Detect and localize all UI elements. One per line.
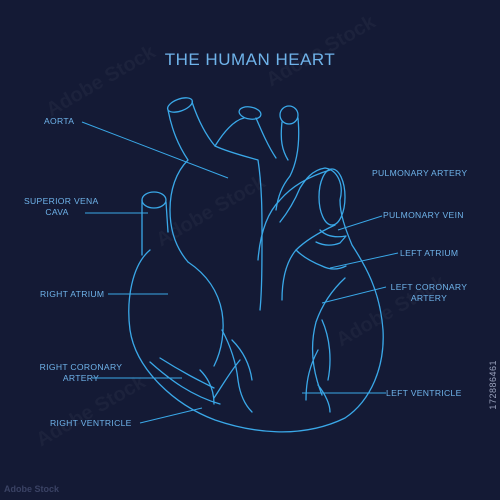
- left-atrium-wall: [295, 249, 347, 270]
- leader-right-ventricle: [139, 407, 203, 424]
- right-atrium: [187, 261, 224, 367]
- label-superior-vena-cava: SUPERIOR VENA CAVA: [24, 196, 99, 218]
- leader-left-coronary-artery: [321, 286, 387, 304]
- left-coronary-artery: [305, 277, 346, 413]
- label-right-ventricle: RIGHT VENTRICLE: [50, 418, 132, 428]
- leader-aorta: [81, 121, 229, 179]
- pulmonary-artery-opening: [318, 168, 346, 226]
- right-coronary-artery: [149, 357, 221, 405]
- diagram-title: THE HUMAN HEART: [164, 50, 336, 69]
- label-superior-vena-cava-line-2: CAVA: [45, 207, 69, 217]
- label-right-atrium: RIGHT ATRIUM: [40, 289, 105, 299]
- stock-logo: Adobe Stock: [4, 484, 60, 494]
- superior-vena-cava: [141, 199, 169, 256]
- label-left-ventricle: LEFT VENTRICLE: [386, 388, 462, 398]
- pulmonary-artery: [257, 169, 336, 301]
- aorta-opening-1: [166, 97, 194, 113]
- label-left-atrium: LEFT ATRIUM: [400, 248, 459, 258]
- label-pulmonary-vein: PULMONARY VEIN: [383, 210, 464, 220]
- leader-pulmonary-vein: [337, 215, 383, 231]
- pulmonary-vein: [315, 229, 347, 246]
- aortic-trunk: [214, 145, 263, 311]
- right-ventricle-vessels: [199, 329, 253, 413]
- heart-outline: [128, 167, 384, 433]
- aorta-opening-3: [279, 105, 299, 125]
- aorta: [167, 101, 300, 263]
- label-right-coronary-artery: RIGHT CORONARY ARTERY: [36, 362, 126, 384]
- label-left-coronary-artery-line-1: LEFT CORONARY: [390, 282, 468, 292]
- label-superior-vena-cava-line-1: SUPERIOR VENA: [24, 196, 99, 206]
- label-right-coronary-artery-line-2: ARTERY: [62, 373, 100, 383]
- superior-vena-cava-opening: [141, 191, 167, 209]
- label-left-coronary-artery: LEFT CORONARY ARTERY: [384, 282, 474, 304]
- label-right-coronary-artery-line-1: RIGHT CORONARY: [39, 362, 123, 372]
- leader-lines: [81, 121, 399, 424]
- aorta-opening-2: [238, 106, 262, 120]
- leader-left-atrium: [329, 252, 399, 269]
- label-aorta: AORTA: [44, 116, 75, 126]
- stock-id: 172886461: [488, 360, 498, 410]
- label-pulmonary-artery: PULMONARY ARTERY: [372, 168, 468, 178]
- label-left-coronary-artery-line-2: ARTERY: [410, 293, 448, 303]
